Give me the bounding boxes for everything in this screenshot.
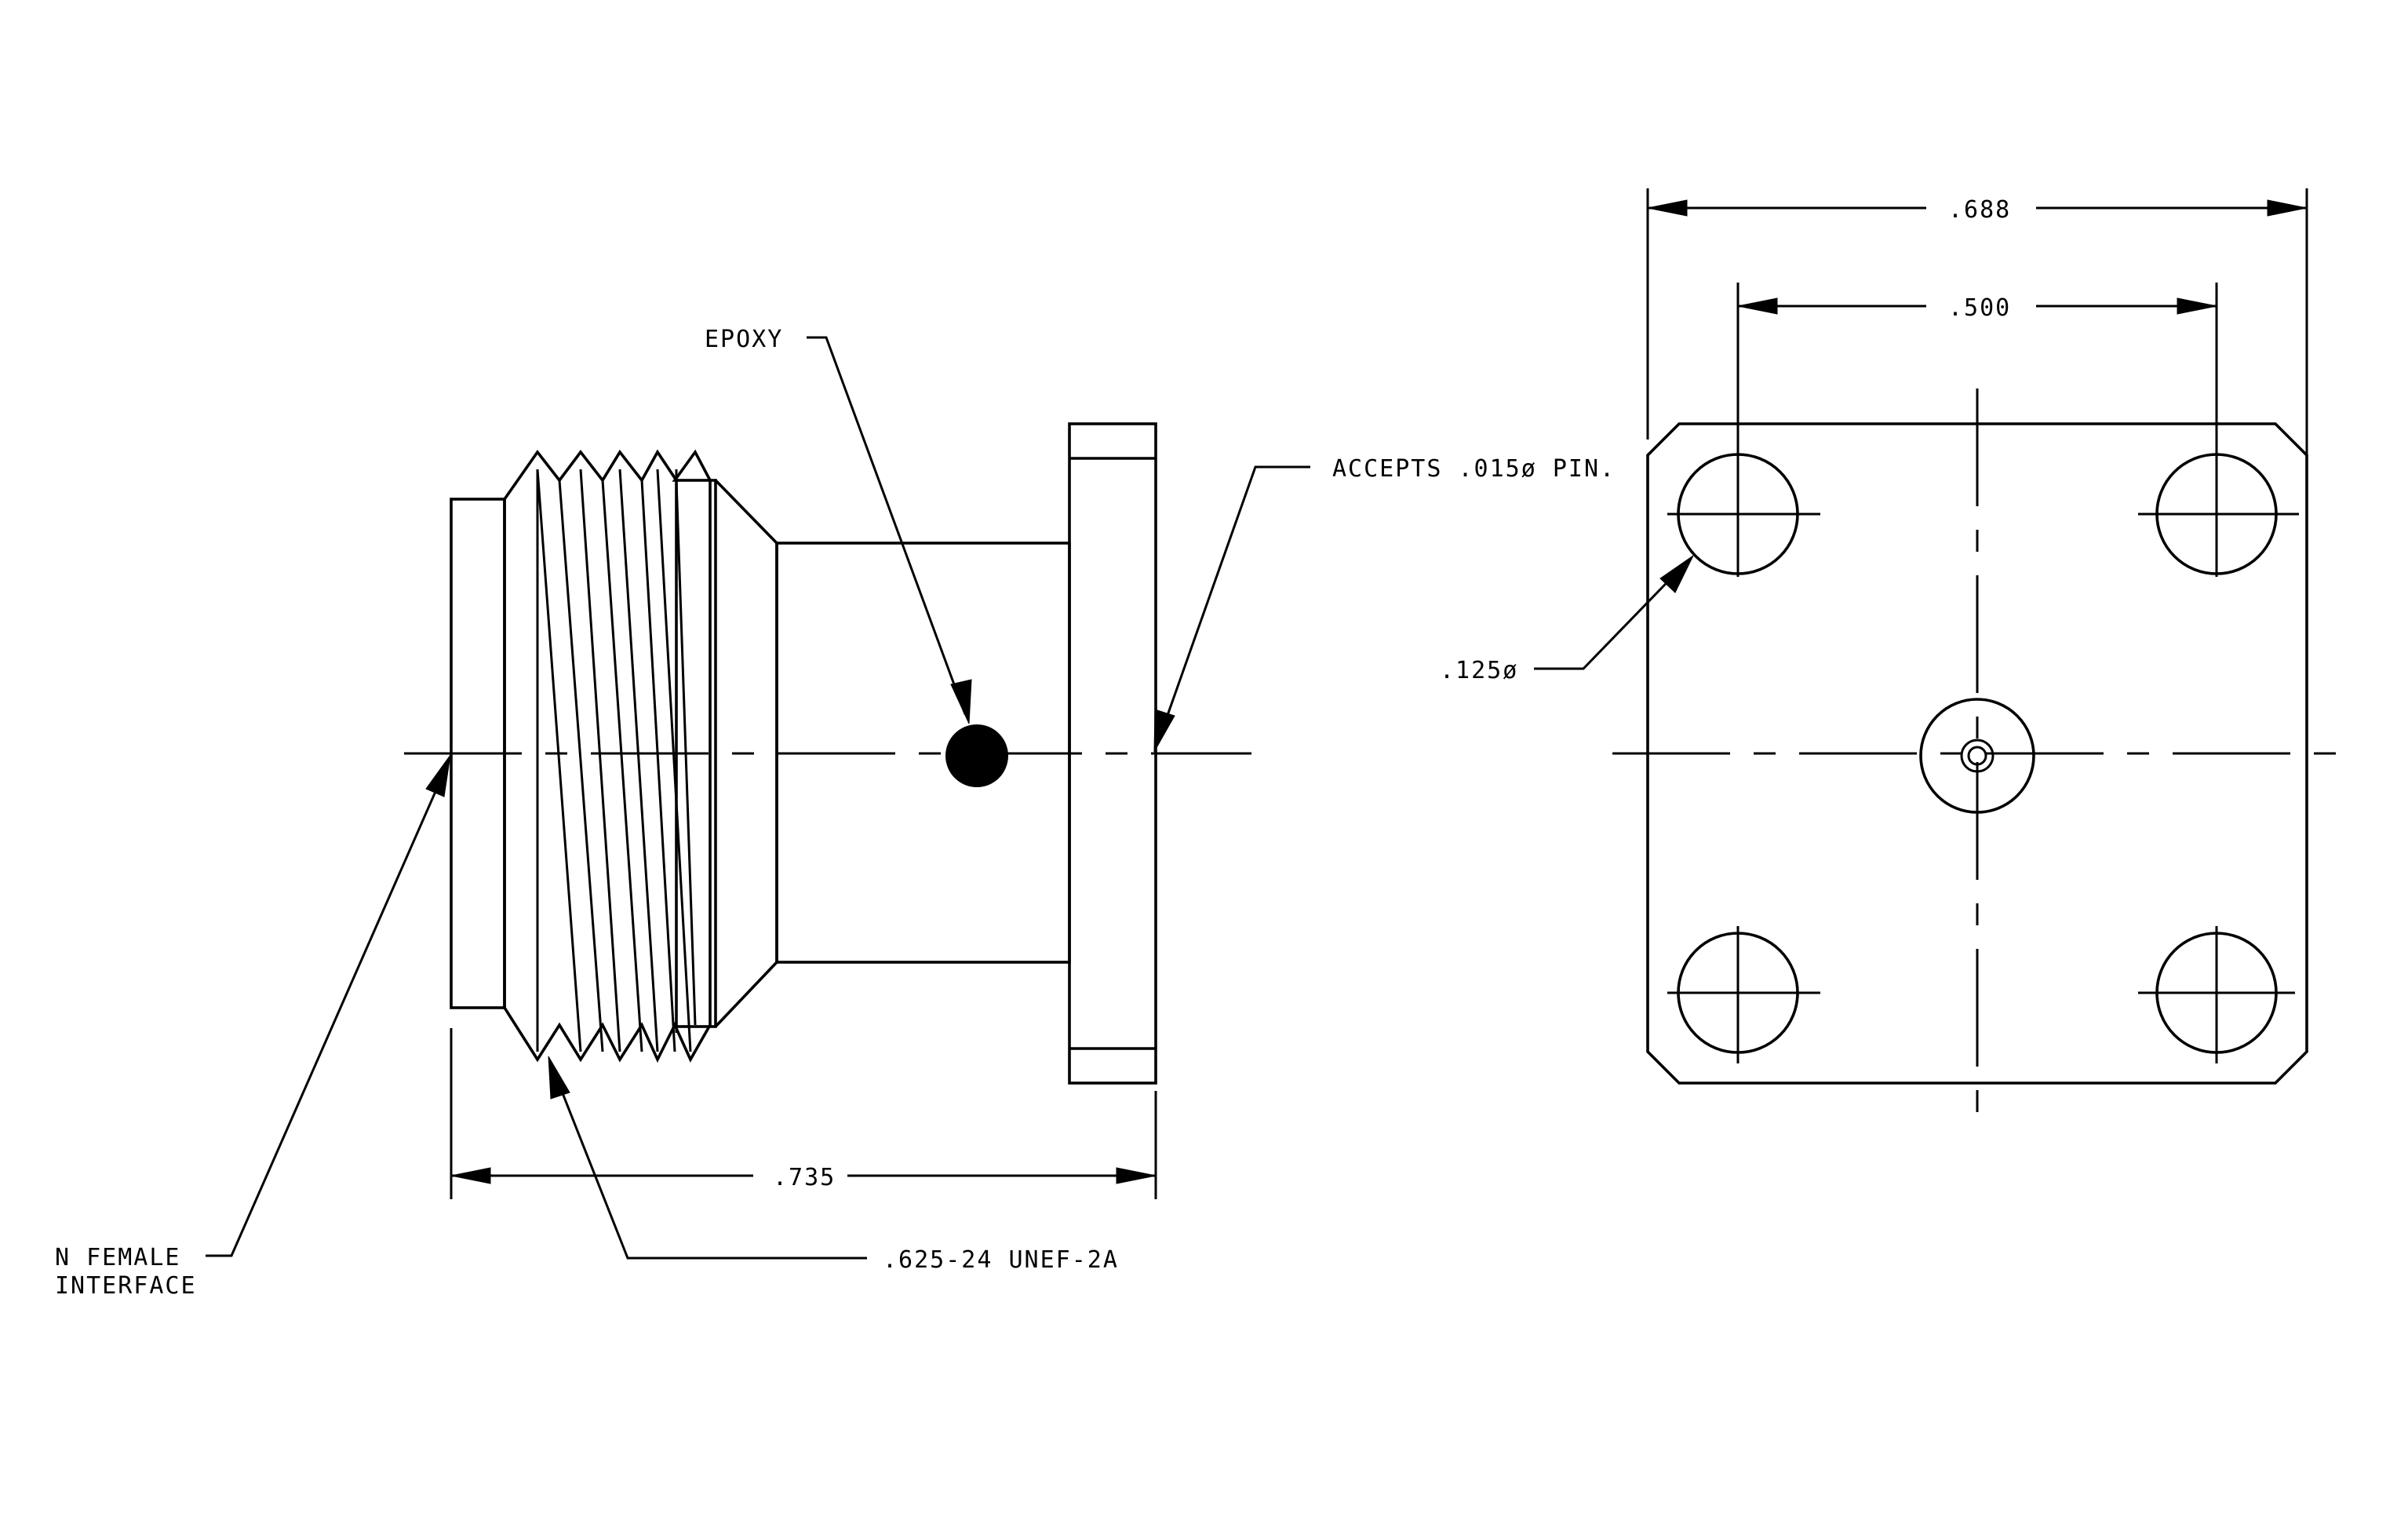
hole-spacing-dimension [1736, 283, 2218, 451]
thread-label: .625-24 UNEF-2A [883, 1246, 1119, 1274]
thread-section [503, 449, 712, 1063]
interface-leader [206, 754, 451, 1257]
side-view: EPOXY ACCEPTS .015ø PIN. .735 N FEMALE I… [55, 326, 1616, 1300]
flange-side [1068, 422, 1157, 1085]
mounting-hole-bl [1667, 926, 1820, 1063]
epoxy-label: EPOXY [705, 326, 783, 353]
length-dimension [450, 1028, 1157, 1199]
hole-dia-leader [1534, 554, 1695, 670]
accepts-pin-label: ACCEPTS .015ø PIN. [1332, 455, 1616, 483]
hole-dia-label: .125ø [1440, 657, 1518, 684]
overall-width-dimension [1646, 188, 2308, 455]
center-pin-outer [1960, 739, 1995, 773]
interface-label-line2: INTERFACE [55, 1272, 197, 1300]
length-label: .735 [773, 1164, 836, 1191]
pin-leader [1153, 465, 1310, 753]
center-pin-inner [1967, 746, 1987, 766]
hole-spacing-label: .500 [1948, 294, 2011, 322]
interface-label-line1: N FEMALE [55, 1244, 181, 1271]
flange-outline [1646, 422, 2308, 1085]
overall-width-label: .688 [1948, 196, 2011, 224]
thread-leader [548, 1056, 867, 1260]
epoxy-dot [945, 724, 1008, 787]
mounting-hole-br [2138, 926, 2295, 1063]
front-view: .125ø .688 .500 [1440, 188, 2346, 1121]
epoxy-leader [807, 336, 972, 724]
mounting-hole-tr [2138, 443, 2299, 577]
center-dielectric [1919, 698, 2035, 814]
mounting-hole-tl [1667, 443, 1820, 577]
